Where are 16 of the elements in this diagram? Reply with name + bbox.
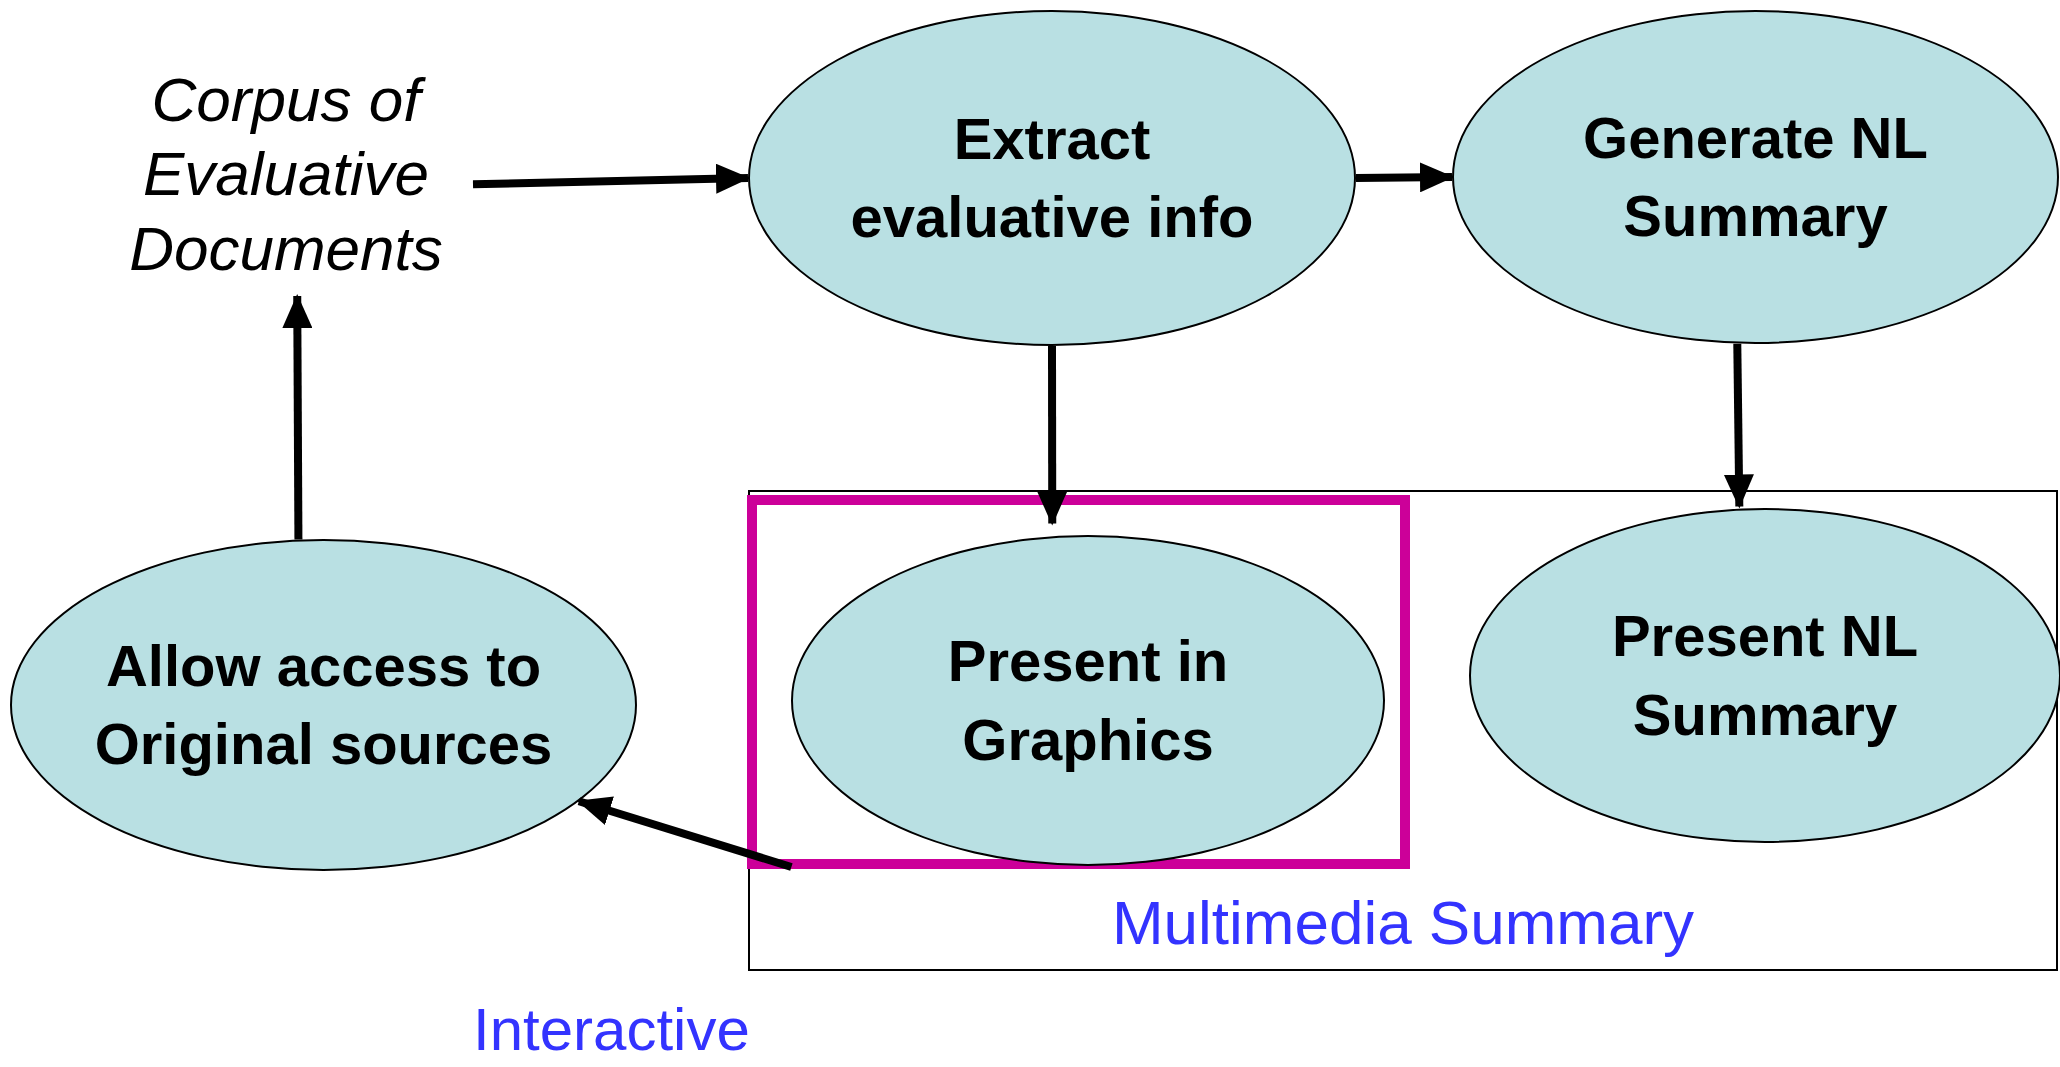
node-label: Allow access to Original sources — [93, 631, 554, 778]
node-label: Generate NL Summary — [1582, 103, 1929, 250]
node-label: Corpus of Evaluative Documents — [128, 63, 444, 285]
node-label: Multimedia Summary — [1111, 886, 1695, 959]
group-frame — [748, 490, 2058, 971]
arrow — [282, 294, 313, 540]
arrow — [576, 796, 793, 871]
arrow — [472, 163, 750, 194]
arrow — [1037, 346, 1068, 526]
highlight-frame — [747, 495, 1410, 869]
arrow — [1355, 162, 1454, 193]
arrow — [1723, 343, 1754, 509]
annotation-text: Interactive — [473, 995, 750, 1065]
node-label: Extract evaluative info — [849, 104, 1255, 251]
node-label: Present NL Summary — [1610, 602, 1920, 749]
node-label: Present in Graphics — [946, 627, 1230, 774]
